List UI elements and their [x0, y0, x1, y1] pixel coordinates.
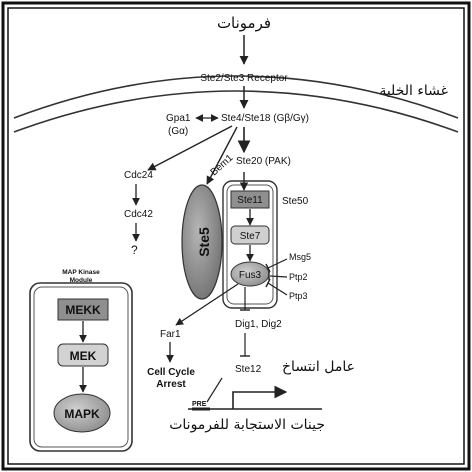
gpa1-label: Gpa1	[166, 113, 191, 124]
map-kinase-module-box	[29, 282, 133, 452]
transcription-factor-label: عامل انتساخ	[282, 359, 355, 375]
ptp3-label: Ptp3	[289, 291, 308, 301]
ste11-label: Ste11	[237, 195, 263, 206]
far1-label: Far1	[160, 329, 181, 340]
module-title-2: Module	[70, 277, 93, 284]
ptp2-label: Ptp2	[289, 272, 308, 282]
membrane-inner	[13, 90, 459, 133]
unknown-target: ?	[131, 243, 138, 257]
mekk-label: MEKK	[65, 303, 101, 317]
ste11-node	[230, 190, 270, 209]
map-kinase-module-box-inner	[33, 286, 129, 448]
arrow-fus3-far1	[175, 283, 239, 326]
arrest-label-1: Cell Cycle	[147, 367, 195, 378]
pheromone-label: فرمونات	[217, 14, 271, 32]
gbg-label: Ste4/Ste18 (Gβ/Gγ)	[221, 113, 309, 124]
ste20-label: Ste20 (PAK)	[236, 156, 291, 167]
mek-label: MEK	[70, 349, 97, 363]
ste12-label: Ste12	[235, 364, 262, 375]
cascade-box-inner	[226, 184, 274, 305]
ptp2-inhibit	[269, 275, 288, 278]
ste50-label: Ste50	[282, 196, 309, 207]
ste7-node	[230, 225, 270, 245]
cascade-box-outer	[222, 180, 278, 309]
ptp3-inhibit	[267, 282, 288, 296]
ste12-to-promoter	[206, 377, 223, 403]
pre-label: PRE	[192, 401, 207, 408]
msg5-inhibit	[267, 258, 288, 269]
ste5-label: Ste5	[196, 227, 212, 257]
cdc24-label: Cdc24	[124, 170, 153, 181]
galpha-label: (Gα)	[168, 126, 188, 137]
mapk-node	[53, 393, 111, 433]
mapk-label: MAPK	[64, 407, 100, 421]
msg5-inhibit-bar	[265, 263, 271, 273]
ptp3-inhibit-bar	[265, 278, 271, 288]
cdc42-label: Cdc42	[124, 209, 153, 220]
mek-node	[57, 343, 109, 367]
inner-frame	[7, 7, 465, 465]
transcription-start-arrow	[232, 385, 288, 409]
mekk-node	[57, 298, 109, 321]
receptor-label: Ste2/Ste3 Receptor	[200, 73, 288, 84]
ste7-label: Ste7	[240, 231, 261, 242]
dig-label: Dig1, Dig2	[235, 319, 282, 330]
module-title-1: MAP Kinase	[62, 269, 100, 276]
response-genes-label: جينات الاستجابة للفرمونات	[169, 417, 325, 433]
msg5-label: Msg5	[289, 252, 311, 262]
membrane-outer	[13, 75, 459, 119]
membrane-label: غشاء الخلية	[379, 83, 448, 99]
ste5-scaffold	[181, 184, 223, 300]
arrow-to-cdc24	[147, 125, 233, 171]
arrest-label-2: Arrest	[156, 379, 186, 390]
arrow-to-ste5	[206, 126, 238, 185]
fus3-label: Fus3	[239, 270, 262, 281]
